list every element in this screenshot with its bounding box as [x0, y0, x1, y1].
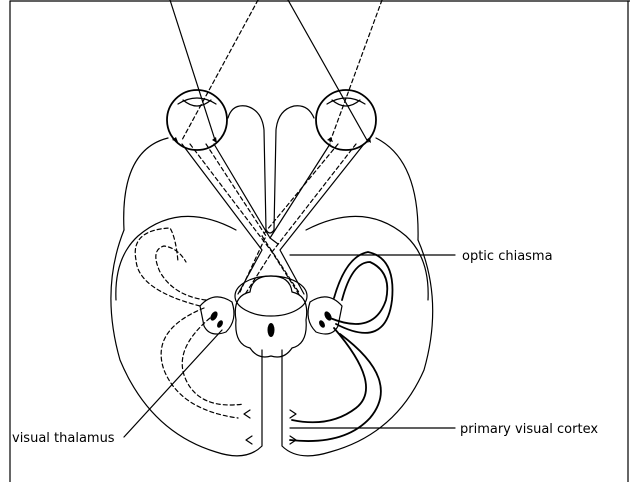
occipital-outline — [111, 230, 433, 456]
label-primary-visual-cortex: primary visual cortex — [460, 422, 598, 437]
ray-left-solid — [170, 0, 215, 140]
left-eye — [167, 90, 227, 150]
leader-visual-thalamus — [124, 330, 222, 437]
frame-border — [10, 1, 630, 482]
ray-left-dashed — [182, 0, 258, 140]
light-rays — [170, 0, 382, 142]
label-visual-thalamus: visual thalamus — [12, 431, 115, 446]
label-optic-chiasma: optic chiasma — [462, 249, 553, 264]
cortex-terminals — [244, 410, 296, 444]
optic-radiations — [135, 228, 392, 441]
optic-nerves — [182, 144, 364, 296]
ray-right-solid — [288, 0, 368, 142]
